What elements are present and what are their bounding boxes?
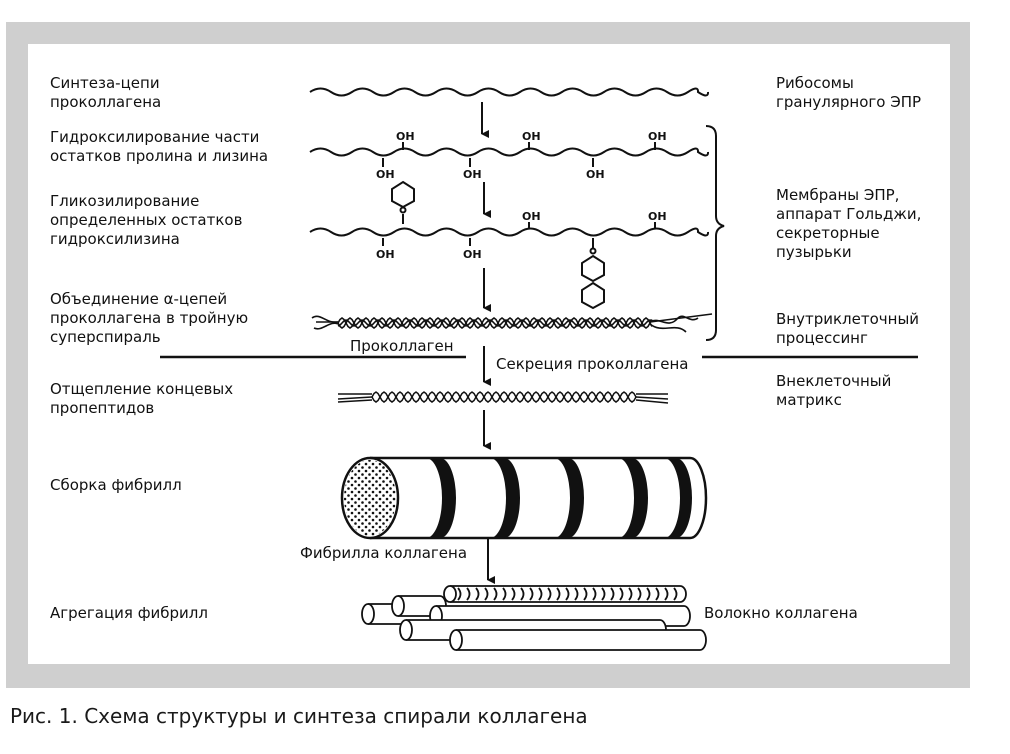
tropocollagen-helix bbox=[337, 391, 669, 404]
label-collagen-fiber: Волокно коллагена bbox=[704, 604, 858, 622]
label-secretion: Секреция проколлагена bbox=[496, 355, 689, 373]
oh-label: OH bbox=[396, 130, 415, 143]
step-glycosylation: Гликозилирование определенных остатков г… bbox=[50, 192, 243, 248]
step-hydroxylation: Гидроксилирование части остатков пролина… bbox=[50, 128, 269, 165]
oh-label: OH bbox=[522, 130, 541, 143]
oh-stems-row-3 bbox=[382, 180, 656, 310]
location-extracellular: Внеклеточный матрикс bbox=[776, 372, 892, 409]
collagen-fiber-bundle bbox=[361, 585, 707, 651]
oh-label: OH bbox=[376, 248, 395, 261]
oh-label: OH bbox=[463, 248, 482, 261]
oh-stems-row-2 bbox=[382, 142, 656, 167]
oh-label: OH bbox=[648, 210, 667, 223]
procollagen-chain-1 bbox=[309, 87, 710, 97]
oh-label: OH bbox=[586, 168, 605, 181]
sugar-ring-lower-2 bbox=[581, 281, 605, 310]
step-triple-helix-assembly: Объединение α-цепей проколлагена в тройн… bbox=[50, 290, 249, 346]
step-fibril-assembly: Сборка фибрилл bbox=[50, 476, 182, 494]
figure-caption: Рис. 1. Схема структуры и синтеза спирал… bbox=[10, 704, 588, 728]
oh-label: OH bbox=[463, 168, 482, 181]
procollagen-triple-helix bbox=[311, 313, 713, 333]
collagen-fibril bbox=[340, 456, 708, 540]
step-propeptide-cleavage: Отщепление концевых пропептидов bbox=[50, 380, 234, 417]
location-ribosomes: Рибосомы гранулярного ЭПР bbox=[776, 74, 922, 111]
label-procollagen: Проколлаген bbox=[350, 337, 454, 355]
sugar-ring-top bbox=[391, 180, 415, 209]
oh-label: OH bbox=[522, 210, 541, 223]
location-intracellular: Внутриклеточный процессинг bbox=[776, 310, 920, 347]
step-chain-synthesis: Синтеза-цепи проколлагена bbox=[50, 74, 162, 111]
flow-arrows bbox=[481, 102, 495, 584]
step-fibril-aggregation: Агрегация фибрилл bbox=[50, 604, 208, 622]
oh-label: OH bbox=[648, 130, 667, 143]
location-er-golgi: Мембраны ЭПР, аппарат Гольджи, секреторн… bbox=[776, 186, 922, 261]
compartment-brace bbox=[705, 125, 725, 341]
glycosylated-chain bbox=[309, 227, 710, 237]
sugar-ring-lower-1 bbox=[581, 254, 605, 283]
hydroxylated-chain bbox=[309, 147, 710, 157]
oh-label: OH bbox=[376, 168, 395, 181]
label-collagen-fibril: Фибрилла коллагена bbox=[300, 544, 468, 562]
